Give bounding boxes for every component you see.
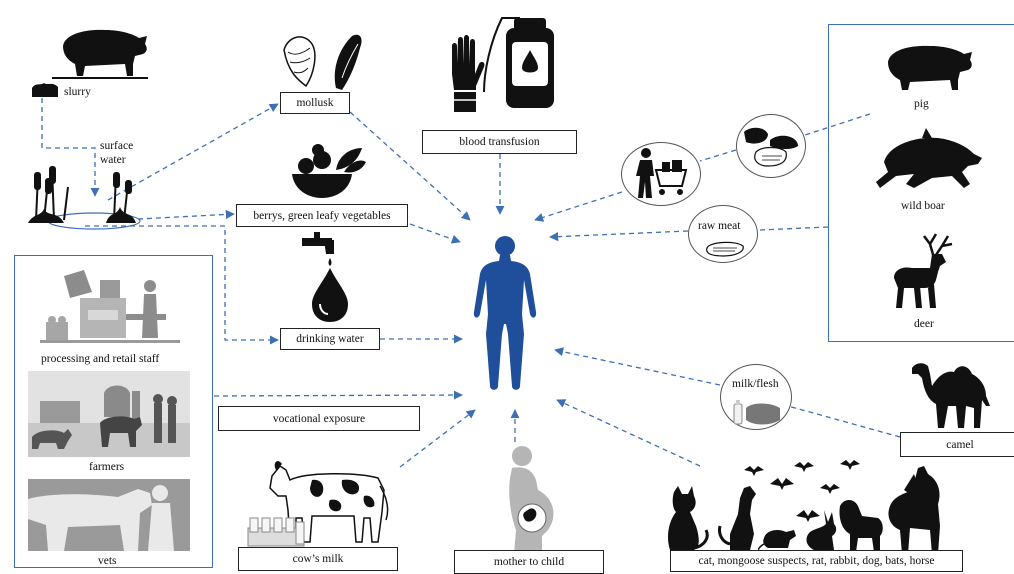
cows-milk-box: cow’s milk	[238, 547, 398, 571]
water-drop-icon	[312, 268, 348, 322]
dog-icon	[839, 500, 883, 552]
pig-label: pig	[914, 98, 929, 110]
raw-meat-icon	[706, 241, 744, 257]
vocational-exposure-box: vocational exposure	[218, 406, 420, 431]
small-animals-box: cat, mongoose suspects, rat, rabbit, dog…	[670, 550, 963, 572]
camel-icon	[912, 363, 990, 428]
vets-icon	[28, 479, 190, 551]
arrow-panel-rawmeat	[759, 226, 829, 231]
arrow-shopping-human	[534, 191, 623, 222]
mongoose-icon	[718, 486, 756, 550]
milk-flesh-icon	[733, 400, 780, 425]
mother-to-child-box: mother to child	[454, 550, 604, 574]
arrow-rawmeat-human	[549, 230, 689, 242]
meat-icon	[744, 127, 798, 167]
horse-icon	[888, 466, 940, 554]
tap-icon	[302, 232, 334, 266]
human-icon	[473, 236, 537, 390]
mollusk-box: mollusk	[280, 92, 350, 114]
deer-icon	[894, 233, 953, 308]
arrow-water-mollusk	[107, 103, 279, 201]
wild-boar-icon	[876, 128, 982, 188]
vets-label: vets	[98, 555, 117, 567]
drinking-water-box: drinking water	[280, 328, 380, 350]
meat-animals-panel	[828, 24, 1014, 342]
pregnant-woman-icon	[509, 446, 554, 554]
wild-boar-label: wild boar	[901, 200, 945, 212]
rat-icon	[758, 530, 796, 550]
berries-box: berrys, green leafy vegetables	[236, 204, 408, 227]
pig-platform	[52, 77, 148, 79]
arrow-water-drinking	[85, 225, 279, 345]
processing-icon	[40, 270, 180, 343]
cow-icon	[269, 461, 389, 543]
blood-bag-icon	[483, 17, 554, 108]
farmers-icon	[28, 371, 190, 457]
milk-crate-icon	[247, 517, 305, 547]
pig-right-icon	[888, 45, 972, 90]
arrow-berries-human	[409, 223, 461, 244]
fruit-bowl-icon	[292, 144, 366, 198]
arrow-cow-human	[399, 409, 476, 468]
raw-meat-label: raw meat	[698, 220, 741, 232]
glove-icon	[452, 35, 485, 112]
reeds-icon	[28, 166, 141, 230]
arrow-slurry-water	[41, 98, 100, 197]
deer-label: deer	[914, 318, 934, 330]
bats-icon	[744, 460, 860, 522]
milk-flesh-label: milk/flesh	[732, 378, 779, 390]
arrow-camel-milk	[787, 405, 901, 438]
arrow-pig-meat	[804, 113, 871, 136]
slurry-icon	[32, 83, 58, 97]
shopping-circle	[621, 142, 701, 206]
arrow-vocational-human	[213, 390, 463, 400]
camel-box: camel	[900, 432, 1014, 457]
surface-water-label: surface water	[100, 140, 134, 166]
shell-icon	[283, 34, 362, 90]
blood-transfusion-box: blood transfusion	[422, 130, 577, 154]
pig-icon	[59, 29, 147, 76]
arrow-animals-human	[556, 399, 701, 467]
slurry-label: slurry	[64, 86, 91, 98]
arrow-milk-human	[554, 347, 721, 386]
farmers-label: farmers	[89, 461, 125, 473]
arrow-meat-shopping	[699, 149, 737, 162]
rabbit-icon	[806, 510, 837, 550]
shopping-icon	[636, 148, 688, 198]
processing-staff-label: processing and retail staff	[41, 353, 160, 365]
cat-icon	[668, 486, 709, 550]
